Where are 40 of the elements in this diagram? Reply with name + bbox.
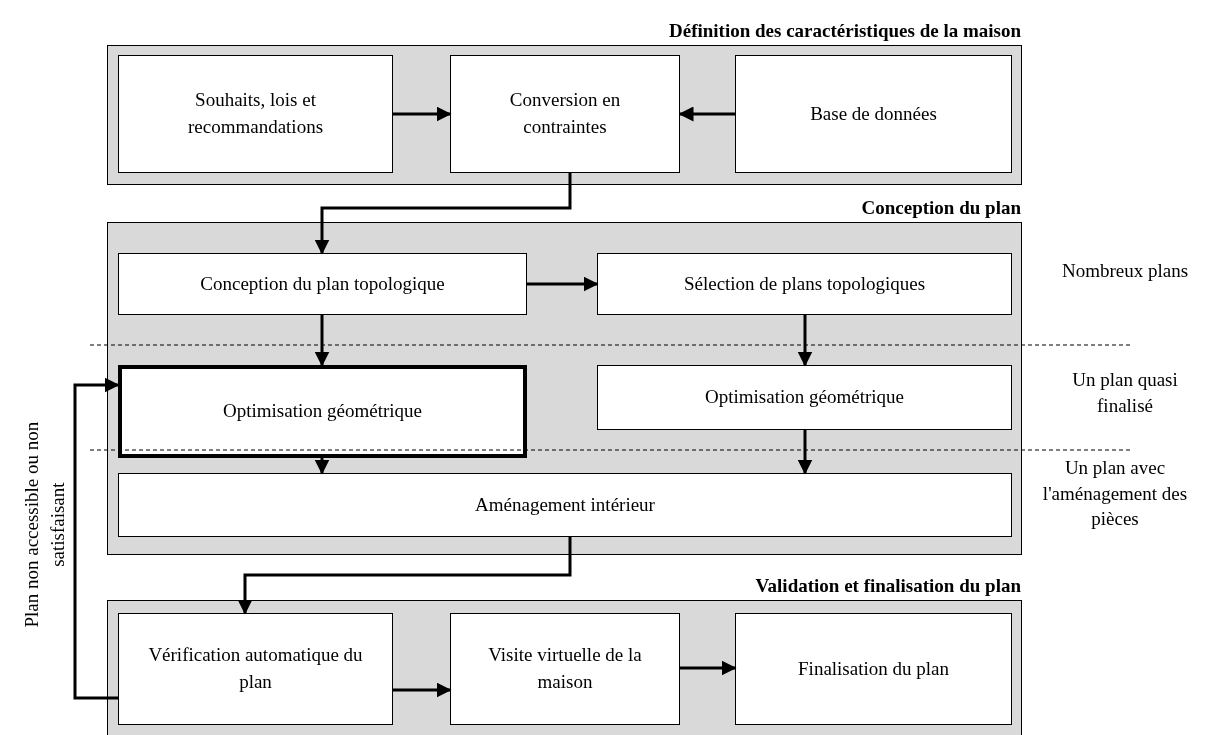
arrow xyxy=(797,430,813,475)
box-text: Base de données xyxy=(810,101,937,126)
box-text: Optimisation géométrique xyxy=(223,399,422,424)
box-text: Conversion en contraintes xyxy=(508,88,622,139)
box-text: Sélection de plans topologiques xyxy=(683,271,926,296)
process-box xyxy=(597,365,1012,430)
group-title: Validation et finalisation du plan xyxy=(755,575,1021,597)
box-text: Vérification automatique du plan xyxy=(147,643,364,694)
arrow xyxy=(680,660,737,676)
process-box xyxy=(450,613,680,725)
side-note: Nombreux plans xyxy=(1060,259,1190,283)
process-box xyxy=(597,253,1012,315)
box-text: Visite virtuelle de la maison xyxy=(487,643,643,694)
group-title: Conception du plan xyxy=(861,197,1021,219)
arrow xyxy=(237,537,572,615)
box-text: Aménagement intérieur xyxy=(475,492,655,517)
side-note: Un plan quasi finalisé xyxy=(1071,368,1179,418)
box-text: Souhaits, lois et recommandations xyxy=(186,88,325,139)
arrow xyxy=(314,173,572,255)
group-title: Définition des caractéristiques de la maison xyxy=(669,20,1021,42)
arrow xyxy=(797,315,813,367)
arrow xyxy=(527,276,599,292)
arrow xyxy=(314,315,330,367)
process-box xyxy=(735,613,1012,725)
side-note: Un plan avec l'aménagement des pièces xyxy=(1041,456,1189,532)
box-text: Optimisation géométrique xyxy=(705,385,904,410)
arrow xyxy=(393,106,452,122)
arrow xyxy=(73,377,120,700)
process-box xyxy=(118,613,393,725)
box-text: Conception du plan topologique xyxy=(200,271,445,296)
box-text: Finalisation du plan xyxy=(798,656,949,681)
process-box xyxy=(735,55,1012,173)
arrow xyxy=(314,458,330,475)
process-box xyxy=(118,365,527,458)
process-box xyxy=(118,473,1012,537)
process-box xyxy=(118,253,527,315)
arrow xyxy=(393,682,452,698)
process-box xyxy=(450,55,680,173)
process-box xyxy=(118,55,393,173)
arrow xyxy=(678,106,735,122)
